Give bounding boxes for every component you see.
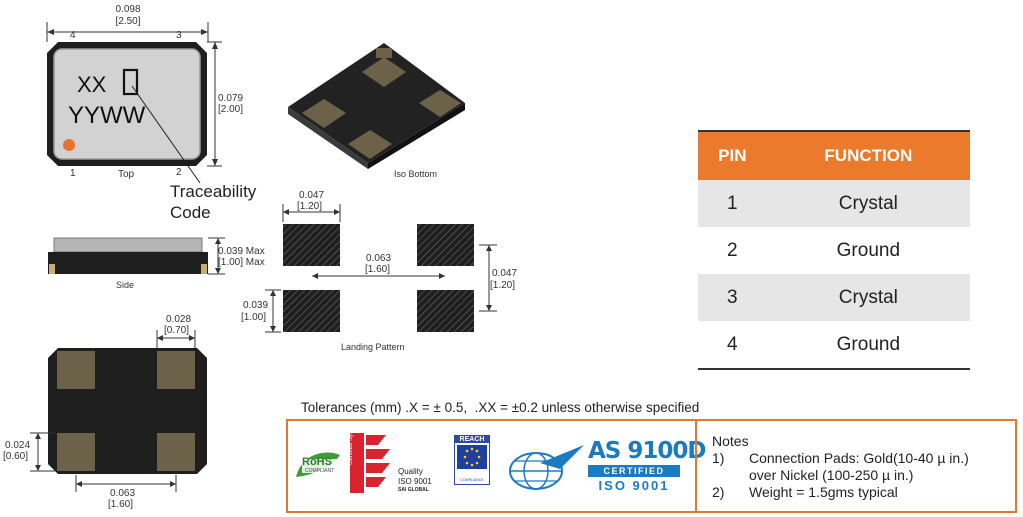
lp-padw-in: 0.047 [299, 190, 325, 201]
top-label: Top [118, 169, 135, 180]
notes-title: Notes [712, 433, 749, 449]
side-label: Side [116, 280, 135, 290]
sai-global-text: SAI GLOBAL [398, 487, 429, 493]
note1-line2: over Nickel (100-250 µ in.) [749, 467, 914, 483]
iso-bottom-view [288, 43, 465, 169]
top-pin4: 4 [70, 30, 76, 41]
marking-xx: XX [77, 72, 107, 97]
top-pin1: 1 [70, 168, 76, 179]
note2-text: Weight = 1.5gms typical [749, 484, 898, 500]
as9100d-text: AS 9100D [588, 438, 706, 464]
lp-padh-mm: [1.00] [241, 312, 267, 323]
pin1-dot [63, 139, 75, 151]
reach-logo: REACH COMPLIANCE [454, 435, 490, 485]
table-row: 4 Ground [698, 321, 970, 370]
marking-yyww: YYWW [68, 102, 146, 129]
top-width-mm: [2.50] [115, 16, 141, 27]
header-pin: PIN [698, 130, 767, 180]
landing-pattern [265, 204, 497, 333]
bv-pitch-in: 0.063 [110, 488, 136, 499]
iso9001-small-text: ISO 9001 [398, 477, 432, 486]
note1-number: 1) [712, 450, 725, 466]
quality-text: Quality [398, 467, 423, 476]
side-view [48, 237, 225, 275]
lp-vpitch-in: 0.047 [492, 268, 518, 279]
top-view [46, 22, 222, 184]
rohs-logo [296, 452, 346, 477]
tolerances-text: Tolerances (mm) .X = ± 0.5, .XX = ±0.2 u… [301, 400, 700, 415]
lp-padh-in: 0.039 [243, 300, 269, 311]
bv-padh-in: 0.024 [5, 440, 31, 451]
top-pin3: 3 [176, 30, 182, 41]
lp-pitch-mm: [1.60] [365, 264, 391, 275]
note1-line1: Connection Pads: Gold(10-40 µ in.) [749, 450, 969, 466]
pin-function-table: PIN FUNCTION 1 Crystal 2 Ground 3 Crysta… [698, 130, 970, 370]
side-height-in: 0.039 Max [218, 246, 265, 257]
certified-system-logo [350, 433, 390, 493]
eu-stars-icon [457, 445, 487, 469]
traceability-label: Traceability Code [170, 182, 257, 222]
notes: Notes 1) Connection Pads: Gold(10-40 µ i… [712, 433, 969, 501]
bv-padh-mm: [0.60] [3, 451, 29, 462]
rohs-text: RoHS [302, 456, 332, 468]
table-row: 1 Crystal [698, 180, 970, 227]
top-pin2: 2 [176, 167, 182, 178]
lp-pitch-in: 0.063 [366, 253, 392, 264]
certifications-notes-box: RoHS COMPLIANT Certified System Quality … [286, 419, 1017, 513]
bv-padw-mm: [0.70] [164, 325, 190, 336]
top-height-in: 0.079 [218, 93, 244, 104]
header-function: FUNCTION [766, 130, 970, 180]
table-row: 3 Crystal [698, 274, 970, 321]
note2-number: 2) [712, 484, 725, 500]
notes-divider [695, 421, 697, 511]
lp-vpitch-mm: [1.20] [490, 280, 516, 291]
certified-system-text: Certified System [348, 420, 354, 465]
bottom-view [30, 330, 207, 492]
iso-bottom-label: Iso Bottom [394, 169, 438, 179]
lp-label: Landing Pattern [341, 342, 405, 352]
rohs-sub: COMPLIANT [305, 468, 335, 474]
certified-banner: CERTIFIED [588, 465, 680, 477]
globe-plane-icon [509, 445, 584, 490]
top-width-in: 0.098 [115, 4, 141, 15]
bv-pitch-mm: [1.60] [108, 499, 134, 510]
side-height-mm: [1.00] Max [218, 257, 265, 268]
iso9001-text: ISO 9001 [598, 478, 670, 493]
table-row: 2 Ground [727, 239, 901, 261]
top-height-mm: [2.00] [218, 104, 244, 115]
bv-padw-in: 0.028 [166, 314, 192, 325]
lp-padw-mm: [1.20] [297, 201, 323, 212]
